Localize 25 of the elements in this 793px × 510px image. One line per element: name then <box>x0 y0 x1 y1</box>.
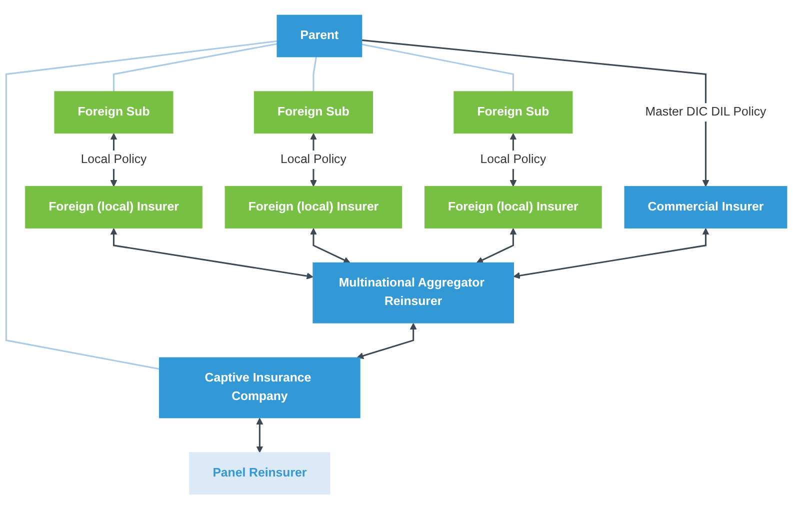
node-box: Commercial Insurer <box>624 186 788 229</box>
arrow <box>310 228 350 264</box>
node-box: Panel Reinsurer <box>189 452 330 495</box>
node-box: Foreign Sub <box>54 91 174 134</box>
edge-label: Master DIC DIL Policy <box>645 106 766 119</box>
node-box: Foreign Sub <box>454 91 573 134</box>
connector <box>112 43 278 92</box>
node-box: Captive Insurance Company <box>159 358 360 419</box>
edge-label: Local Policy <box>480 153 546 166</box>
node-box: Multinational Aggregator Reinsurer <box>312 262 514 324</box>
node-box: Foreign Sub <box>254 91 373 134</box>
edge-label: Local Policy <box>280 153 346 166</box>
arrow <box>256 418 264 454</box>
node-box: Parent <box>276 15 362 58</box>
connector <box>312 57 317 92</box>
node-box: Foreign (local) Insurer <box>25 186 202 229</box>
arrow <box>356 323 417 360</box>
arrow <box>110 228 314 280</box>
edge-label: Local Policy <box>80 153 147 166</box>
connector <box>362 44 514 92</box>
connector <box>5 40 278 370</box>
arrow <box>476 228 517 264</box>
node-box: Foreign (local) Insurer <box>224 186 402 229</box>
arrow <box>513 228 710 280</box>
node-box: Foreign (local) Insurer <box>424 186 602 229</box>
